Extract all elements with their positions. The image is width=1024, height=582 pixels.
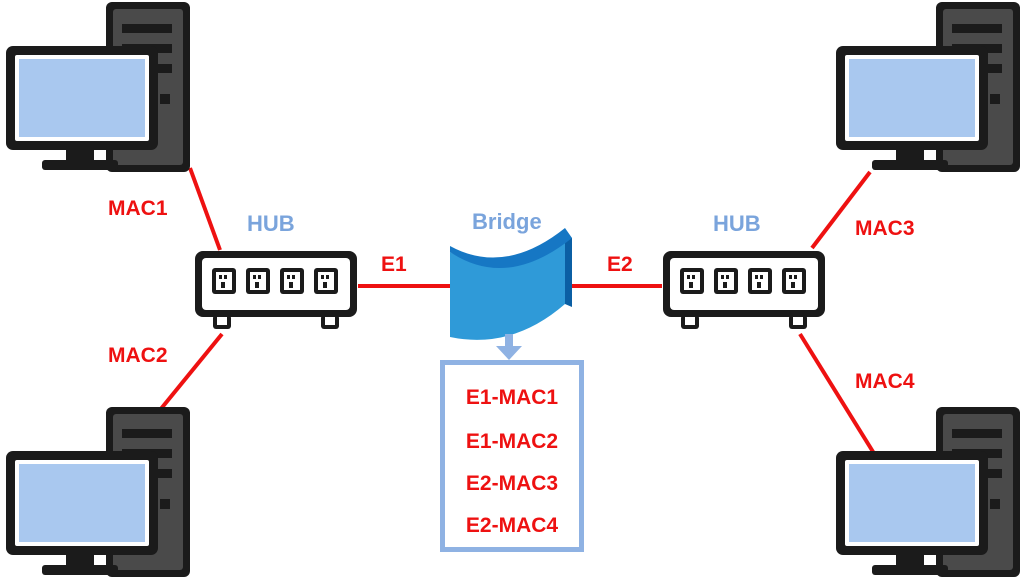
link-hub-pc4 [798, 332, 877, 457]
mac2-label: MAC2 [108, 344, 168, 367]
mac-table-row: E2-MAC4 [465, 514, 559, 537]
computer-icon-1 [6, 2, 190, 172]
e2-label: E2 [607, 253, 633, 276]
hub-right-label: HUB [713, 211, 761, 236]
mac4-label: MAC4 [855, 370, 915, 393]
computer-icon-3 [836, 2, 1020, 172]
mac1-label: MAC1 [108, 197, 168, 220]
bridge-icon [450, 228, 572, 340]
mac-table-row: E2-MAC3 [465, 472, 559, 495]
e1-label: E1 [381, 253, 407, 276]
bridge-label: Bridge [472, 209, 542, 234]
links [158, 167, 877, 457]
hub-icon-right [663, 251, 825, 329]
computer-icon-4 [836, 407, 1020, 577]
mac-table-row: E1-MAC1 [465, 386, 559, 409]
hub-icon-left [195, 251, 357, 329]
mac-address-table: E1-MAC1 E1-MAC2 E2-MAC3 E2-MAC4 [440, 360, 584, 552]
arrow-icon [496, 334, 522, 360]
link-pc1-hub [188, 167, 222, 251]
mac-table-row: E1-MAC2 [465, 430, 559, 453]
hub-left-label: HUB [247, 211, 295, 236]
mac3-label: MAC3 [855, 217, 915, 240]
computer-icon-2 [6, 407, 190, 577]
link-hub-pc3 [810, 170, 872, 250]
link-pc2-hub [158, 332, 224, 412]
